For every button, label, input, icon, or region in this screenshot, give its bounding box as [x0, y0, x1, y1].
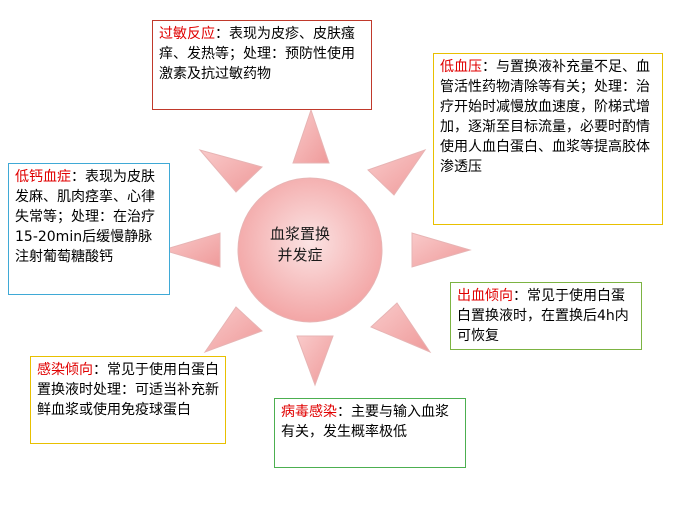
center-label: 血浆置换 并发症: [240, 215, 360, 275]
hypocalcemia-keyword: 低钙血症: [15, 169, 71, 185]
ray-right: [411, 232, 472, 268]
ray-top-left: [198, 149, 263, 193]
center-label-line1: 血浆置换: [269, 225, 330, 243]
allergy-keyword: 过敏反应: [159, 26, 215, 42]
hypocalcemia-text: ：表现为皮肤发麻、肌肉痉挛、心律失常等；处理：在治疗15-20min后缓慢静脉注…: [15, 169, 155, 265]
center-label-line2: 并发症: [277, 246, 323, 264]
hypotension-keyword: 低血压: [440, 59, 482, 75]
ray-bottom: [296, 335, 334, 387]
hypotension-text: ：与置换液补充量不足、血管活性药物清除等有关；处理：治疗开始时减慢放血速度，阶梯…: [440, 59, 650, 175]
sun-circle: [237, 177, 383, 323]
allergy-box: 过敏反应：表现为皮疹、皮肤瘙痒、发热等；处理：预防性使用激素及抗过敏药物: [152, 20, 372, 110]
bleeding-text: ：常见于使用白蛋白置换液时，在置换后4h内可恢复: [457, 288, 629, 344]
sun-rays: [161, 108, 472, 387]
infection-text: ：常见于使用白蛋白置换液时处理：可适当补充新鲜血浆或使用免疫球蛋白: [37, 362, 219, 418]
bleeding-box: 出血倾向：常见于使用白蛋白置换液时，在置换后4h内可恢复: [450, 282, 642, 350]
ray-left: [161, 232, 221, 268]
bleeding-keyword: 出血倾向: [457, 288, 513, 304]
virus-box: 病毒感染：主要与输入血浆有关，发生概率极低: [274, 398, 466, 468]
allergy-text: ：表现为皮疹、皮肤瘙痒、发热等；处理：预防性使用激素及抗过敏药物: [159, 26, 355, 82]
hypotension-box: 低血压：与置换液补充量不足、血管活性药物清除等有关；处理：治疗开始时减慢放血速度…: [433, 53, 663, 225]
virus-text: ：主要与输入血浆有关，发生概率极低: [281, 404, 449, 440]
infection-keyword: 感染倾向: [37, 362, 93, 378]
ray-top: [292, 108, 330, 164]
infection-box: 感染倾向：常见于使用白蛋白置换液时处理：可适当补充新鲜血浆或使用免疫球蛋白: [30, 356, 226, 444]
virus-keyword: 病毒感染: [281, 404, 337, 420]
hypocalcemia-box: 低钙血症：表现为皮肤发麻、肌肉痉挛、心律失常等；处理：在治疗15-20min后缓…: [8, 163, 170, 295]
ray-bottom-left: [203, 306, 263, 354]
ray-bottom-right: [370, 302, 432, 354]
ray-top-right: [367, 149, 427, 196]
